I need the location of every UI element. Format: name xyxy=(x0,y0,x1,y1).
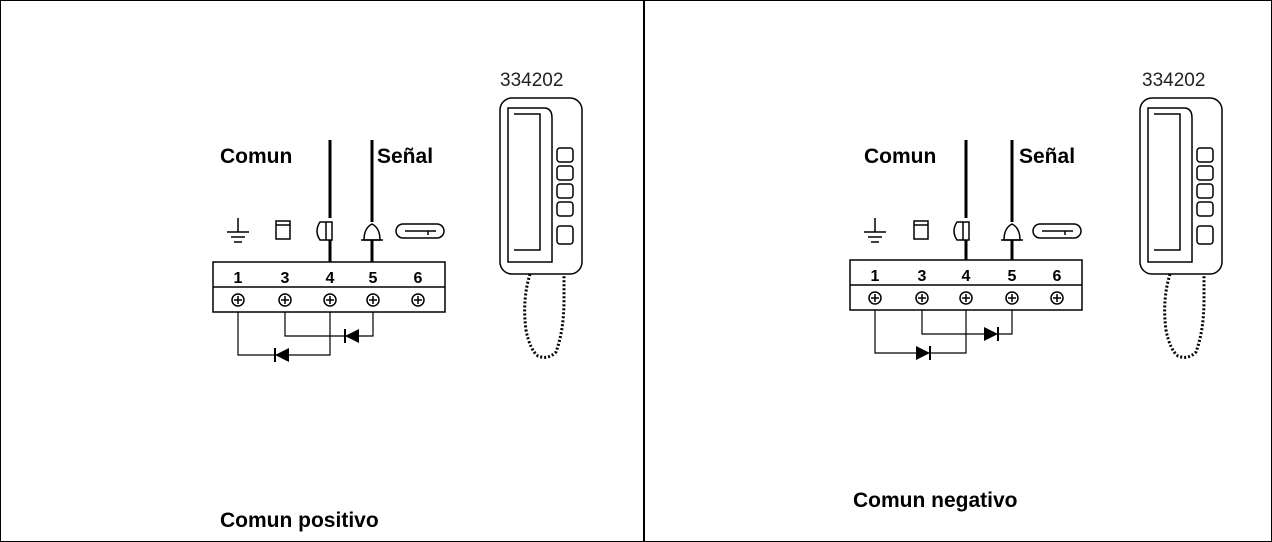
terminal-number: 3 xyxy=(918,268,927,285)
signal-label: Señal xyxy=(1019,145,1075,168)
terminal-number: 5 xyxy=(369,270,378,287)
panel-right: 334202 Comun Señal xyxy=(849,70,1223,512)
terminal-number: 4 xyxy=(326,270,335,287)
speaker-icon xyxy=(913,220,929,240)
diode-icon xyxy=(274,348,289,362)
diode-icon xyxy=(916,346,931,360)
screw-terminal-icon xyxy=(278,293,292,307)
screw-terminal-icon xyxy=(323,293,337,307)
screw-terminal-icon xyxy=(868,291,882,305)
ground-icon xyxy=(227,218,249,243)
intercom-handset-icon xyxy=(1139,97,1223,359)
intercom-handset-icon xyxy=(499,97,583,359)
terminal-number: 6 xyxy=(1053,268,1062,285)
terminal-number: 6 xyxy=(414,270,423,287)
bell-icon xyxy=(361,223,383,241)
panel-divider xyxy=(643,0,645,542)
screw-terminal-icon xyxy=(411,293,425,307)
screw-terminal-icon xyxy=(959,291,973,305)
common-label: Comun xyxy=(220,145,292,168)
terminal-number: 5 xyxy=(1008,268,1017,285)
model-number: 334202 xyxy=(1142,70,1205,91)
screw-terminal-icon xyxy=(366,293,380,307)
panel-caption: Comun negativo xyxy=(853,489,1018,512)
key-icon xyxy=(395,223,445,239)
speaker-icon xyxy=(275,220,291,240)
handset-icon xyxy=(316,221,333,241)
signal-label: Señal xyxy=(377,145,433,168)
terminal-number: 1 xyxy=(871,268,880,285)
diode-icon xyxy=(984,327,999,341)
ground-icon xyxy=(864,218,886,243)
common-label: Comun xyxy=(864,145,936,168)
model-number: 334202 xyxy=(500,70,563,91)
screw-terminal-icon xyxy=(1050,291,1064,305)
panel-left: 334202 Comun Señal xyxy=(212,70,583,532)
key-icon xyxy=(1032,223,1082,239)
bell-icon xyxy=(1001,223,1023,241)
diode-icon xyxy=(344,329,359,343)
screw-terminal-icon xyxy=(231,293,245,307)
terminal-number: 3 xyxy=(281,270,290,287)
screw-terminal-icon xyxy=(1005,291,1019,305)
terminal-number: 4 xyxy=(962,268,971,285)
panel-caption: Comun positivo xyxy=(220,509,379,532)
screw-terminal-icon xyxy=(915,291,929,305)
handset-icon xyxy=(953,221,970,241)
terminal-number: 1 xyxy=(234,270,243,287)
